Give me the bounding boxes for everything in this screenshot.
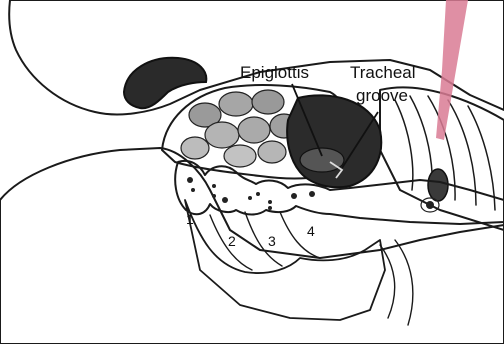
epiglottis-swelling xyxy=(300,148,344,172)
label-arch-4: 4 xyxy=(307,223,315,239)
label-arch-3: 3 xyxy=(268,233,276,249)
label-epiglottis: Epiglottis xyxy=(240,63,309,82)
label-arch-1: 1 xyxy=(186,211,194,227)
label-tracheal: Tracheal xyxy=(350,63,416,82)
pink-stripe xyxy=(436,0,468,140)
label-arch-2: 2 xyxy=(228,233,236,249)
esophagus-opening xyxy=(428,169,448,201)
label-groove: groove xyxy=(356,86,408,105)
pharyngeal-cavity xyxy=(287,95,381,187)
